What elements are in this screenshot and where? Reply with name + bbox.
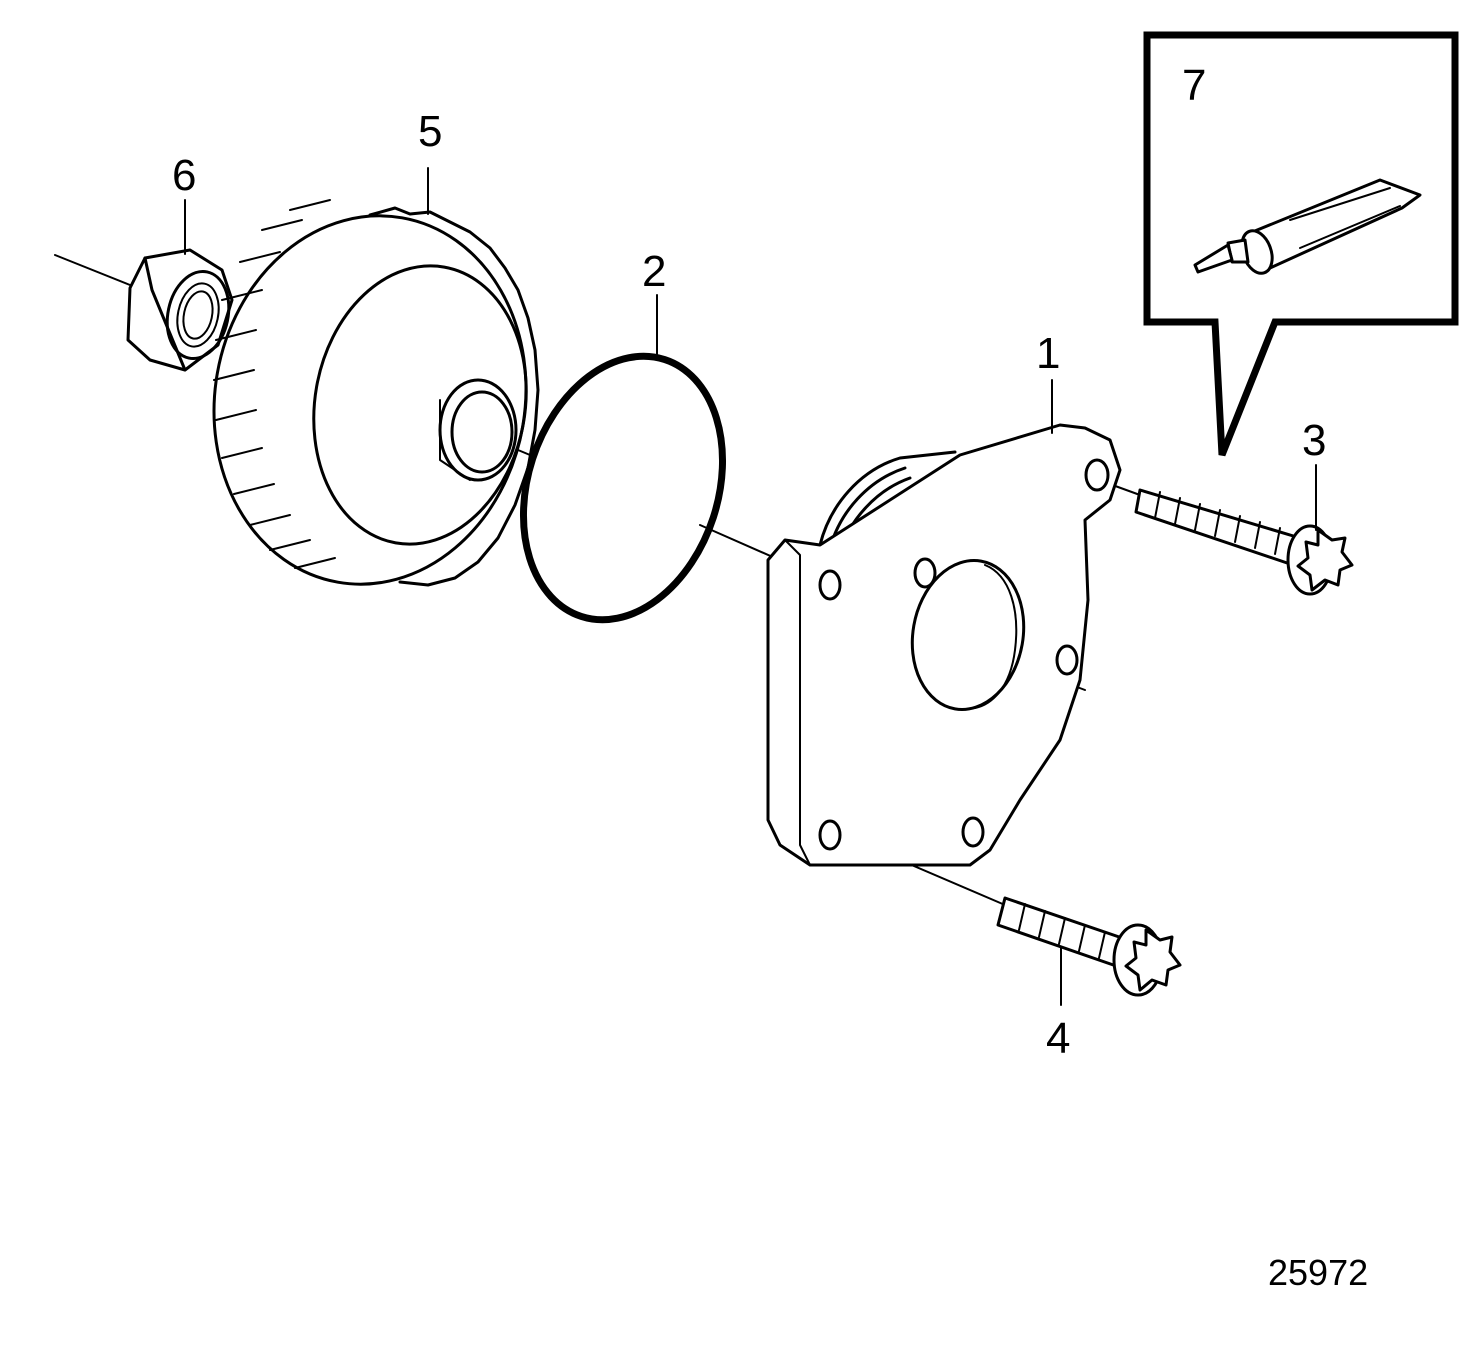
callout-7: 7 (1182, 61, 1206, 110)
callout-5: 5 (418, 107, 442, 156)
sealant-callout-box (1143, 31, 1459, 457)
callout-1: 1 (1036, 329, 1060, 378)
callout-numbers: 6 5 2 1 3 4 7 25972 (172, 61, 1368, 1293)
callout-6: 6 (172, 151, 196, 200)
sealant-tube-icon (1193, 178, 1422, 275)
gear-wheel-icon (212, 199, 540, 587)
hex-nut-icon (126, 248, 234, 372)
figure-id: 25972 (1268, 1252, 1368, 1293)
cover-plate-icon (766, 423, 1122, 867)
callout-2: 2 (642, 247, 666, 296)
o-ring-icon (519, 352, 727, 624)
leader-lines (184, 167, 1317, 1006)
flange-bolt-long-icon (1134, 488, 1354, 596)
flange-bolt-short-icon (996, 896, 1182, 997)
callout-3: 3 (1302, 416, 1326, 465)
callout-4: 4 (1046, 1014, 1070, 1063)
